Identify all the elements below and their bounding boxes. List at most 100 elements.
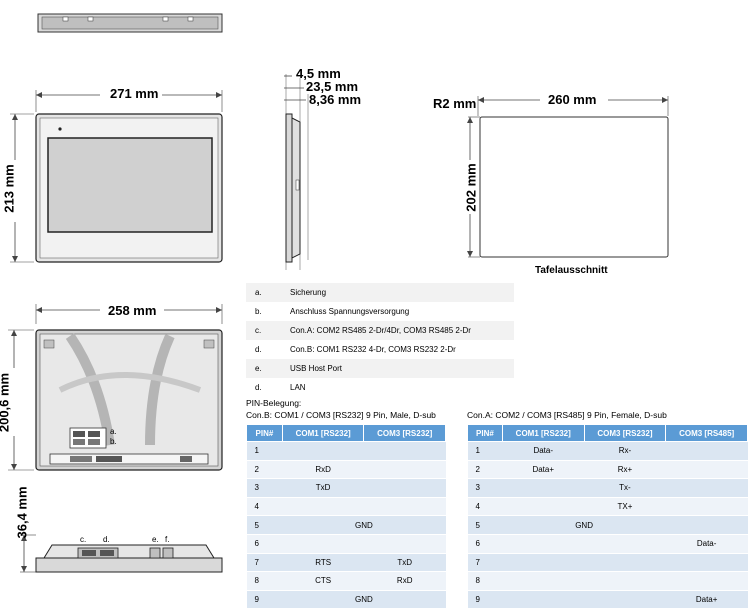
span-cell: GND bbox=[282, 590, 446, 610]
com3-cell bbox=[363, 441, 446, 461]
pin-cell: 2 bbox=[467, 460, 503, 480]
com1-cell: Data- bbox=[502, 441, 585, 461]
connector-label-b: b. bbox=[110, 437, 117, 446]
legend-row: b.Anschluss Spannungsversorgung bbox=[246, 302, 514, 321]
header-com1: COM1 [RS232] bbox=[281, 424, 365, 442]
pin-cell: 5 bbox=[246, 515, 283, 535]
legend-row: d.LAN bbox=[246, 378, 514, 397]
com3-cell: Rx+ bbox=[584, 460, 666, 480]
com1-cell: RTS bbox=[282, 553, 364, 573]
dim-top-width: 271 mm bbox=[110, 86, 159, 101]
header-com3-rs232: COM3 [RS232] bbox=[583, 424, 667, 442]
pin-cell: 3 bbox=[467, 478, 503, 498]
com3-cell bbox=[584, 590, 666, 610]
com3-cell: TxD bbox=[363, 553, 446, 573]
com1-cell: Data+ bbox=[502, 460, 585, 480]
connector-legend: a.Sicherung b.Anschluss Spannungsversorg… bbox=[246, 283, 514, 397]
pin-cell: 6 bbox=[467, 534, 503, 554]
table-row: 6 bbox=[246, 534, 446, 554]
pin-cell: 7 bbox=[246, 553, 283, 573]
com1-cell bbox=[502, 497, 585, 517]
legend-value: Con.B: COM1 RS232 4-Dr, COM3 RS232 2-Dr bbox=[290, 345, 456, 354]
table-row: 8 bbox=[467, 571, 748, 591]
legend-row: a.Sicherung bbox=[246, 283, 514, 302]
legend-value: USB Host Port bbox=[290, 364, 343, 373]
com3-cell bbox=[584, 571, 666, 591]
bottom-view bbox=[20, 534, 223, 573]
span-cell: GND bbox=[282, 515, 446, 535]
pin-cell: 4 bbox=[467, 497, 503, 517]
left-table-caption: Con.B: COM1 / COM3 [RS232] 9 Pin, Male, … bbox=[246, 410, 436, 420]
dim-cutout-height: 202 mm bbox=[463, 163, 479, 212]
pin-table-right: PIN# COM1 [RS232] COM3 [RS232] COM3 [RS4… bbox=[467, 424, 748, 610]
pin-cell: 6 bbox=[246, 534, 283, 554]
legend-key: c. bbox=[255, 326, 262, 335]
com3-cell bbox=[584, 553, 666, 573]
legend-row: e. USB Host Port bbox=[246, 359, 514, 378]
pin-cell: 1 bbox=[246, 441, 283, 461]
header-com3: COM3 [RS232] bbox=[363, 424, 446, 442]
com1-cell: RxD bbox=[282, 460, 364, 480]
top-edge-view bbox=[37, 13, 223, 33]
com1-cell bbox=[502, 553, 585, 573]
table-row: 3 Tx- bbox=[467, 478, 748, 498]
pin-title: PIN-Belegung: bbox=[246, 398, 302, 408]
side-view bbox=[284, 74, 309, 270]
com3-cell bbox=[584, 534, 666, 554]
connector-label-f: f. bbox=[165, 535, 170, 544]
dim-cutout-radius: R2 mm bbox=[433, 96, 477, 111]
span-cell: GND bbox=[502, 515, 666, 535]
dim-side-a: 4,5 mm bbox=[296, 66, 341, 81]
dim-side-b: 23,5 mm bbox=[306, 79, 359, 94]
com3-rs485-cell bbox=[665, 515, 748, 535]
com3-cell: RxD bbox=[363, 571, 446, 591]
header-com1: COM1 [RS232] bbox=[501, 424, 585, 442]
com3-cell: Rx- bbox=[584, 441, 666, 461]
com1-cell bbox=[282, 441, 364, 461]
dim-back-width: 258 mm bbox=[108, 303, 157, 318]
cutout-caption: Tafelausschnitt bbox=[535, 265, 608, 276]
legend-key: d. bbox=[255, 345, 262, 354]
pin-cell: 4 bbox=[246, 497, 283, 517]
com3-cell bbox=[363, 534, 446, 554]
legend-key: e. bbox=[255, 364, 262, 373]
com1-cell bbox=[502, 571, 585, 591]
header-pin: PIN# bbox=[467, 424, 503, 442]
pin-cell: 9 bbox=[246, 590, 283, 610]
com1-cell bbox=[502, 478, 585, 498]
com3-rs485-cell bbox=[665, 441, 748, 461]
dim-side-c: 8,36 mm bbox=[309, 92, 362, 107]
legend-value: LAN bbox=[290, 383, 306, 392]
header-pin: PIN# bbox=[246, 424, 283, 442]
dim-cutout-width: 260 mm bbox=[548, 92, 597, 107]
com3-rs485-cell bbox=[665, 478, 748, 498]
pin-cell: 2 bbox=[246, 460, 283, 480]
pin-cell: 8 bbox=[467, 571, 503, 591]
connector-label-d: d. bbox=[103, 535, 110, 544]
dim-back-height: 200,6 mm bbox=[0, 372, 12, 433]
com3-rs485-cell bbox=[665, 497, 748, 517]
front-view bbox=[10, 90, 223, 263]
com3-rs485-cell bbox=[665, 571, 748, 591]
com3-cell bbox=[363, 478, 446, 498]
connector-label-a: a. bbox=[110, 427, 117, 436]
pin-cell: 3 bbox=[246, 478, 283, 498]
com1-cell: CTS bbox=[282, 571, 364, 591]
com3-cell: Tx- bbox=[584, 478, 666, 498]
cutout-view bbox=[467, 96, 669, 258]
com3-cell bbox=[363, 460, 446, 480]
com3-rs485-cell bbox=[665, 553, 748, 573]
table-row: 4 bbox=[246, 497, 446, 517]
table-row: 1 bbox=[246, 441, 446, 461]
pin-cell: 5 bbox=[467, 515, 503, 535]
com3-rs485-cell bbox=[665, 460, 748, 480]
